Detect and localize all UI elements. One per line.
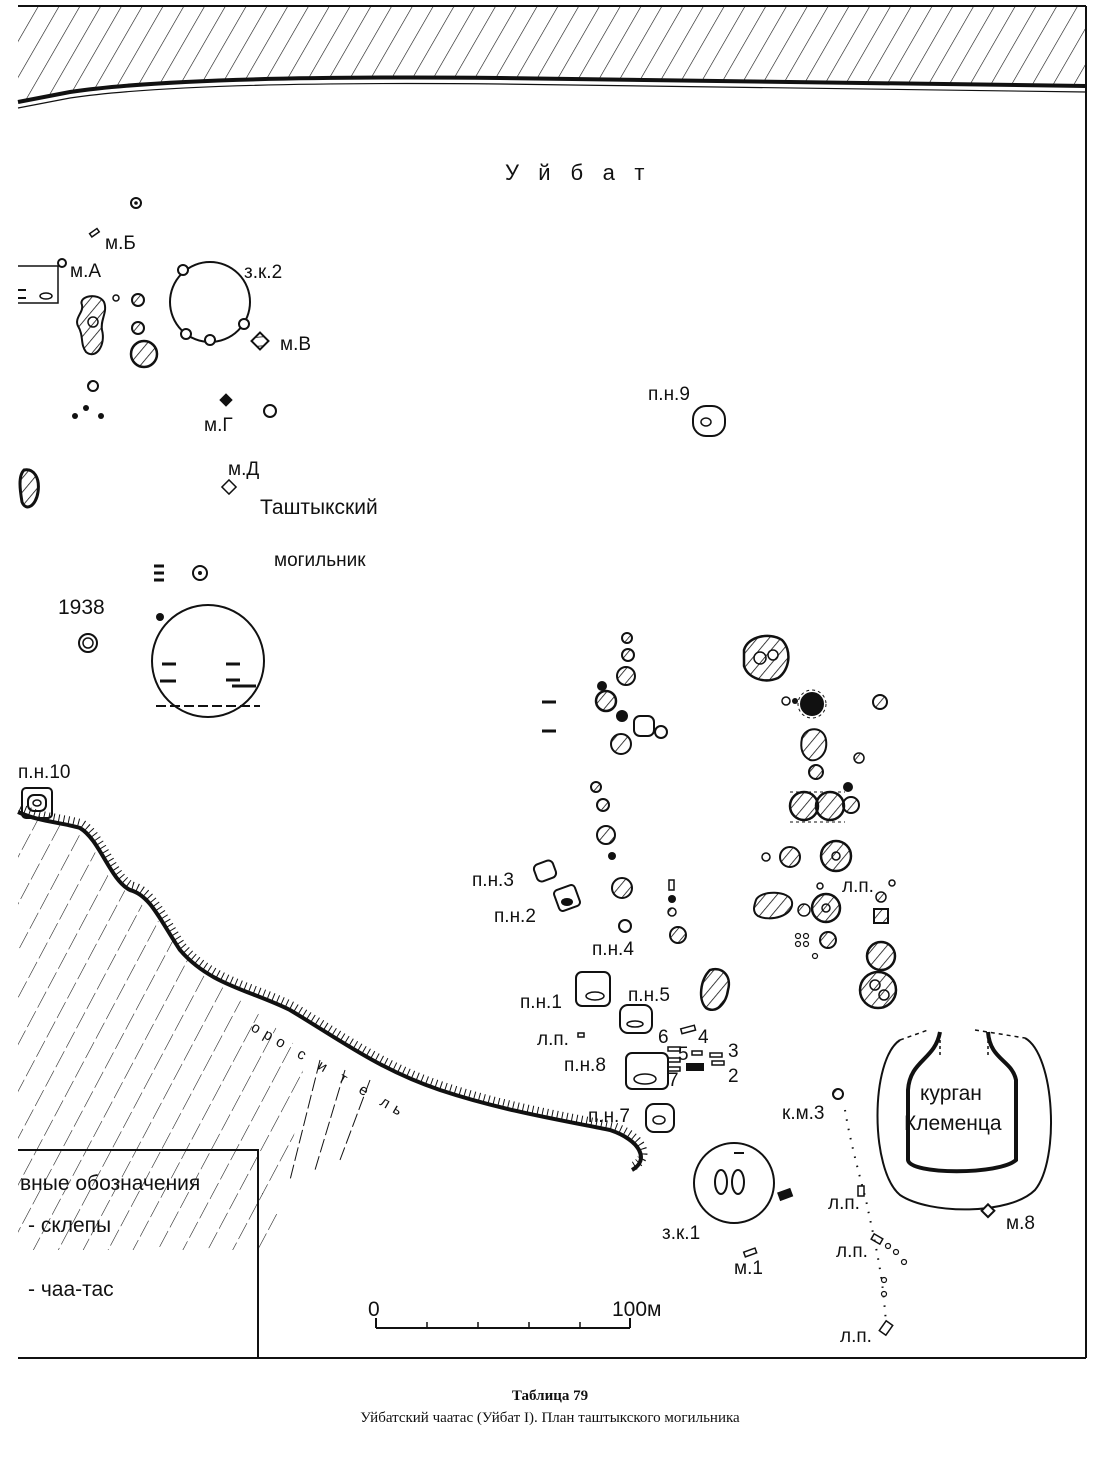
label-m-d: м.Д bbox=[228, 459, 259, 480]
label-m-g: м.Г bbox=[204, 415, 233, 436]
scale-end-label: 100м bbox=[612, 1298, 661, 1321]
feature-pn9 bbox=[692, 405, 726, 437]
legend-item-crypts: - склепы bbox=[28, 1214, 111, 1237]
legend-title: вные обозначения bbox=[20, 1172, 200, 1195]
label-pn9: п.н.9 bbox=[648, 384, 690, 405]
excavation-1938 bbox=[78, 564, 265, 718]
scale-bar: 0 100м bbox=[368, 1298, 661, 1329]
label-num-7: 7 bbox=[668, 1070, 679, 1091]
feature-zk1 bbox=[693, 1142, 794, 1258]
label-pn7: п.н.7 bbox=[588, 1106, 630, 1127]
label-num-4: 4 bbox=[698, 1027, 709, 1048]
irrigation-canal bbox=[17, 803, 648, 1172]
label-m-v: м.В bbox=[280, 334, 311, 355]
label-pn1: п.н.1 bbox=[520, 992, 562, 1013]
label-kurgan-1: курган bbox=[920, 1082, 982, 1105]
caption-title: Таблица 79 bbox=[511, 1388, 589, 1404]
label-1938: 1938 bbox=[58, 596, 105, 619]
label-zk1: з.к.1 bbox=[662, 1223, 700, 1244]
legend-box: вные обозначения - склепы - чаа-тас bbox=[18, 1149, 259, 1358]
label-kurgan-2: Клеменца bbox=[904, 1112, 1002, 1135]
legend-item-chaa-tas: - чаа-тас bbox=[28, 1278, 114, 1301]
label-pn5: п.н.5 bbox=[628, 985, 670, 1006]
label-num-5: 5 bbox=[678, 1044, 689, 1065]
right-column-features bbox=[742, 634, 898, 1010]
label-lp-3: л.п. bbox=[828, 1193, 860, 1214]
label-num-2: 2 bbox=[728, 1066, 739, 1087]
label-pn4: п.н.4 bbox=[592, 939, 634, 960]
label-m-a: м.А bbox=[70, 261, 101, 282]
label-lp-5: л.п. bbox=[840, 1326, 872, 1347]
central-column-features bbox=[532, 632, 731, 1133]
label-lp-2: л.п. bbox=[842, 876, 874, 897]
label-m8: м.8 bbox=[1006, 1213, 1035, 1234]
hatched-field-area bbox=[18, 810, 371, 1250]
label-num-3: 3 bbox=[728, 1041, 739, 1062]
feature-pn10 bbox=[21, 787, 53, 819]
label-cemetery-1: Таштыкский bbox=[260, 496, 378, 519]
label-lp-1: л.п. bbox=[537, 1029, 569, 1050]
kurgan-klementsa bbox=[876, 1029, 1053, 1219]
label-lp-4: л.п. bbox=[836, 1241, 868, 1262]
label-km3: к.м.3 bbox=[782, 1103, 825, 1124]
label-m1: м.1 bbox=[734, 1258, 763, 1279]
label-pn3: п.н.3 bbox=[472, 870, 514, 891]
label-pn8: п.н.8 bbox=[564, 1055, 606, 1076]
caption-subtitle: Уйбатский чаатас (Уйбат I). План таштыкс… bbox=[360, 1410, 740, 1426]
site-plan-map: вные обозначения - склепы - чаа-тас 0 10… bbox=[17, 5, 1087, 1359]
upper-left-features bbox=[18, 197, 277, 509]
label-pn2: п.н.2 bbox=[494, 906, 536, 927]
map-title: Уйбат bbox=[505, 160, 664, 185]
label-m-b: м.Б bbox=[105, 233, 136, 254]
river-band bbox=[17, 6, 1087, 109]
label-pn10: п.н.10 bbox=[18, 762, 70, 783]
feature-km3 bbox=[832, 1088, 908, 1337]
label-zk2: з.к.2 bbox=[244, 262, 282, 283]
label-num-6: 6 bbox=[658, 1027, 669, 1048]
label-cemetery-2: могильник bbox=[274, 550, 366, 571]
scale-start-label: 0 bbox=[368, 1298, 380, 1321]
